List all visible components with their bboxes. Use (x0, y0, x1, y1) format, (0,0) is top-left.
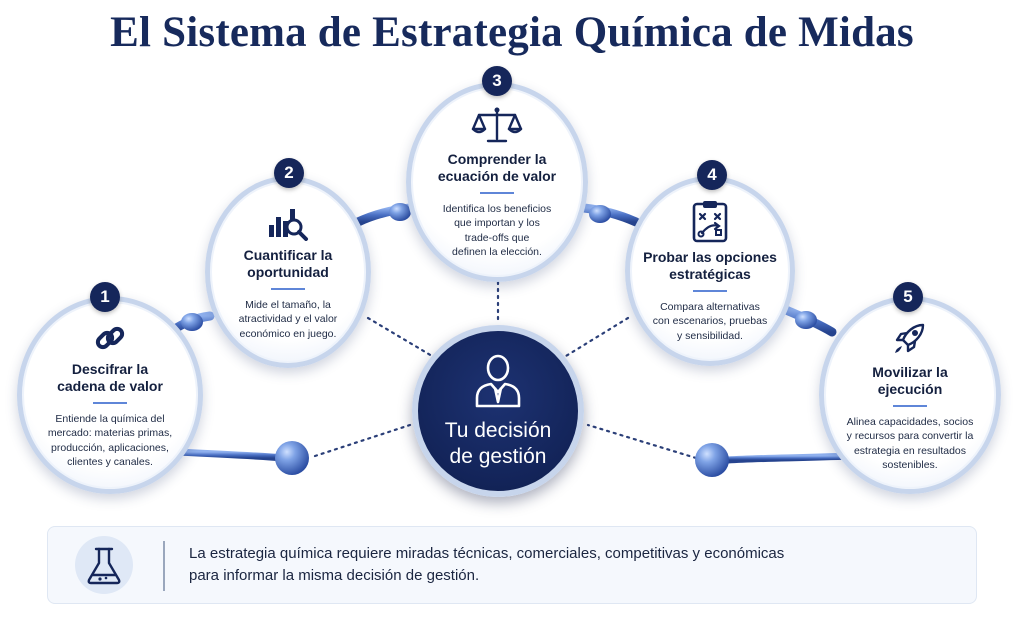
title-rule (271, 287, 305, 290)
step-badge-4: 4 (697, 160, 727, 190)
dotted-link-5 (586, 423, 698, 460)
dotted-link-4 (564, 316, 630, 358)
step-badge-3: 3 (482, 66, 512, 96)
chain-link-icon (95, 326, 125, 349)
strategy-clipboard-icon (692, 200, 728, 243)
page-title: El Sistema de Estrategia Química de Mida… (110, 9, 914, 56)
person-icon (475, 354, 521, 408)
title-rule (93, 401, 127, 404)
sphere-left (275, 441, 309, 475)
arm-right (724, 452, 854, 464)
footer-icon-circle (75, 536, 133, 594)
step-badge-2: 2 (274, 158, 304, 188)
dotted-link-1 (313, 423, 412, 458)
balance-scale-icon (471, 107, 523, 142)
title-rule (693, 289, 727, 292)
bond-joint-2-3 (389, 203, 411, 221)
flask-icon (87, 547, 121, 585)
bond-joint-4-5 (795, 311, 817, 329)
title-rule (893, 404, 927, 407)
footer-note: La estrategia química requiere miradas t… (47, 526, 977, 604)
dotted-link-2 (366, 316, 434, 358)
footer-text: La estrategia química requiere miradas t… (189, 545, 785, 584)
rocket-icon (895, 323, 925, 353)
bond-joint-3-4 (589, 205, 611, 223)
footer-divider (163, 541, 165, 591)
step-badge-5: 5 (893, 282, 923, 312)
step-badge-1: 1 (90, 282, 120, 312)
title-rule (480, 191, 514, 194)
bar-chart-magnifier-icon (269, 208, 308, 241)
sphere-right (695, 443, 729, 477)
bond-joint-1-2 (181, 313, 203, 331)
